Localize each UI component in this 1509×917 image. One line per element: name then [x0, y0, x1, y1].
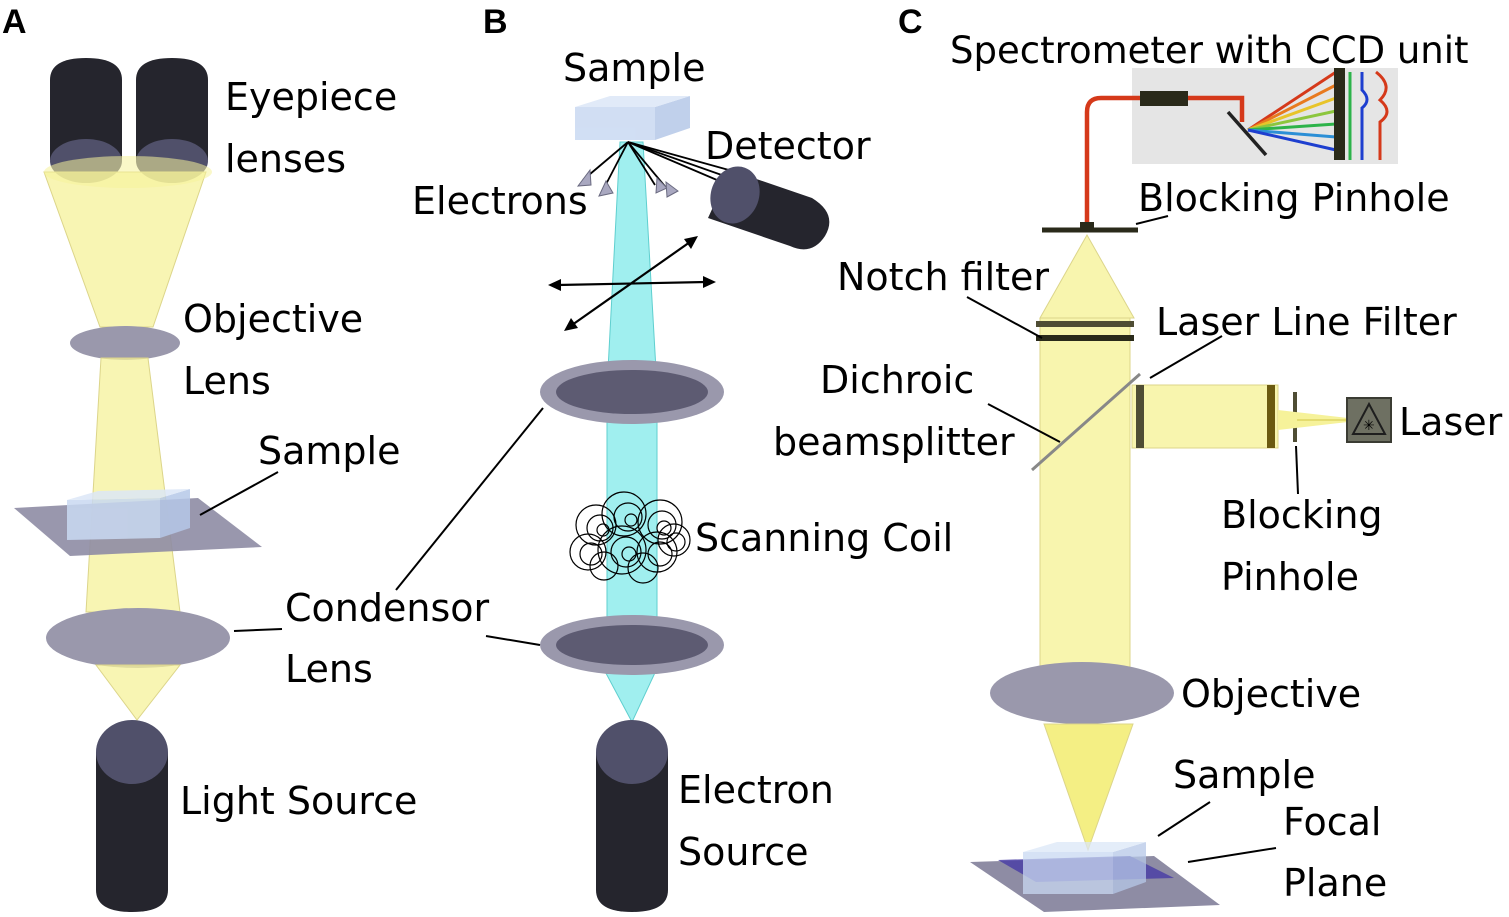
light-source-icon [96, 720, 168, 912]
blocking-pinhole-top-leader [1135, 215, 1169, 225]
spectrometer-box [1132, 68, 1398, 164]
eyepiece-label-line2: lenses [225, 137, 346, 181]
dichroic-beamsplitter-icon [1031, 372, 1141, 472]
light-cone-upper [43, 171, 207, 328]
sample-c-leader [1157, 801, 1211, 837]
dichroic-leader [987, 403, 1061, 443]
scan-direction-arrows [548, 236, 716, 331]
laser-line-filter-leader [1149, 335, 1223, 379]
sample-block-c-icon [1023, 842, 1146, 894]
blocking-pinhole-top-label: Blocking Pinhole [1138, 176, 1450, 220]
spectrometer-label: Spectrometer with CCD unit [950, 29, 1469, 72]
light-beam-middle [85, 357, 181, 613]
eyepiece-label-line1: Eyepiece [225, 75, 397, 119]
upper-lens-b-core [556, 370, 708, 414]
condensor-leader-b-lower [485, 635, 541, 646]
light-source-label: Light Source [180, 779, 417, 823]
spectrum-traces-icon [1348, 70, 1389, 160]
electron-source-icon [596, 720, 668, 912]
dichroic-label-line2: beamsplitter [773, 420, 1015, 464]
lower-lens-b-core [556, 625, 708, 665]
laser-icon: ✳ [1346, 397, 1392, 443]
spectrum-rays [1247, 70, 1337, 152]
sample-block-icon [67, 489, 190, 540]
laser-line-filter-icon [1136, 385, 1144, 448]
focal-plane-leader [1187, 847, 1277, 863]
light-cone-lower [95, 664, 182, 721]
electron-arrowheads-icon [576, 168, 679, 198]
blocking-pinhole-side-label-line2: Pinhole [1221, 555, 1359, 599]
sample-label-a: Sample [258, 429, 400, 473]
electron-source-label-line1: Electron [678, 768, 834, 812]
focal-plane-label-line2: Plane [1283, 861, 1387, 905]
scanning-coil-label: Scanning Coil [695, 516, 953, 560]
ccd-detector-icon [1334, 68, 1345, 160]
objective-c-label: Objective [1181, 672, 1361, 716]
blocking-pinhole-side-label-line1: Blocking [1221, 493, 1383, 537]
panel-a-letter: A [2, 3, 27, 41]
notch-filter-icon [1036, 321, 1134, 327]
eyepiece-lens-glow [44, 156, 212, 188]
notch-filter-label: Notch filter [837, 255, 1049, 299]
laser-beam-arm [1131, 384, 1279, 449]
condensor-label-line2: Lens [285, 647, 373, 691]
focal-plane-label-line1: Focal [1283, 800, 1382, 844]
panel-a: A Eyepiece [2, 3, 489, 912]
sample-label-b: Sample [563, 46, 705, 90]
condensor-label-line1: Condensor [285, 586, 489, 630]
raman-beam-column [1039, 317, 1131, 671]
sample-block-b-icon [575, 96, 690, 140]
laser-line-filter-label: Laser Line Filter [1156, 300, 1457, 344]
sample-c-label: Sample [1173, 753, 1315, 797]
focusing-cone [1043, 723, 1134, 852]
condensor-leader-b-upper [395, 407, 544, 591]
panel-b-letter: B [483, 3, 508, 41]
objective-label-line2: Lens [183, 359, 271, 403]
optical-fiber-icon [1084, 95, 1245, 223]
objective-c-icon [990, 662, 1174, 724]
laser-filter-outer-icon [1267, 385, 1275, 448]
laser-label: Laser [1399, 400, 1503, 444]
grating-icon [1226, 110, 1268, 157]
electrons-label: Electrons [412, 179, 588, 223]
panel-c-letter: C [898, 3, 923, 41]
notch-filter-second-plate [1036, 335, 1134, 341]
fiber-coupler-icon [1140, 91, 1188, 106]
raman-beam-cone-top [1039, 233, 1135, 319]
dichroic-label-line1: Dichroic [820, 358, 974, 402]
pinhole-top-aperture [1080, 222, 1094, 230]
panel-b: B [395, 3, 953, 912]
blocking-pinhole-side-leader [1295, 445, 1299, 495]
sample-leader-a [199, 471, 279, 516]
svg-text:✳: ✳ [1363, 418, 1375, 434]
detector-label: Detector [705, 124, 871, 168]
electron-source-label-line2: Source [678, 830, 809, 874]
scanning-coil-icon [569, 491, 691, 584]
objective-label-line1: Objective [183, 297, 363, 341]
detector-icon [708, 166, 830, 250]
condensor-lens-icon [46, 608, 230, 668]
objective-lens-icon [70, 326, 180, 360]
panel-c: C [773, 3, 1503, 912]
notch-filter-leader [966, 296, 1043, 339]
condensor-leader-a [233, 628, 283, 632]
